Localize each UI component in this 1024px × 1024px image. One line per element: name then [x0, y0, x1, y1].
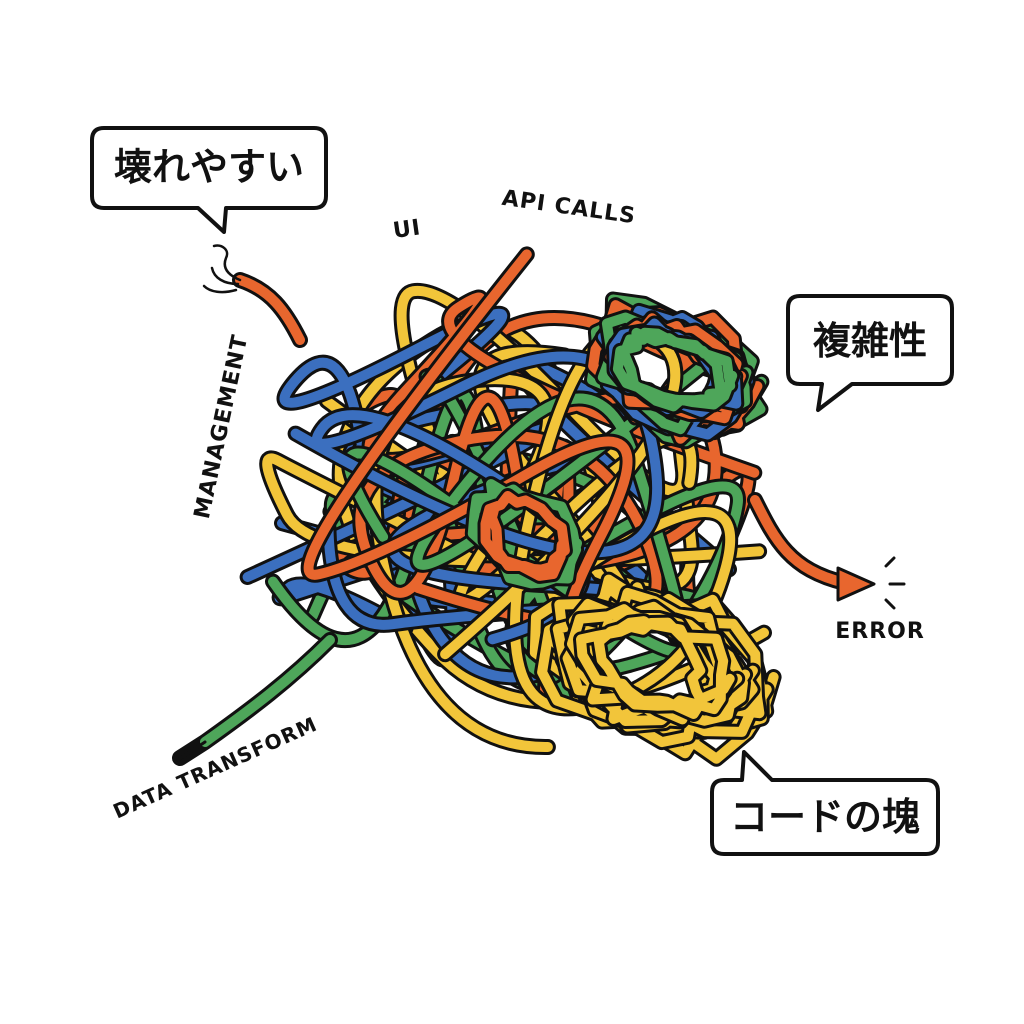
label-ui: UI — [391, 215, 422, 244]
label-management: MANAGEMENT — [190, 332, 253, 521]
lump-yellow — [576, 616, 735, 719]
speech-bubble-fragile: 壊れやすい — [90, 126, 328, 234]
frayed-wire-icon — [202, 244, 308, 348]
bubble-text-code-lump: コードの塊 — [730, 795, 920, 839]
data-transform-wire — [172, 632, 338, 766]
arrow-right-icon — [747, 492, 876, 602]
knot-green — [612, 327, 738, 412]
spark-icon — [884, 556, 906, 610]
center-knot-orange — [480, 491, 570, 581]
speech-bubble-code-lump: コードの塊 — [710, 750, 940, 856]
bubble-text-complexity: 複雑性 — [813, 319, 927, 363]
label-api-calls: API CALLS — [500, 186, 637, 230]
tangled-wires — [239, 246, 782, 767]
label-error: ERROR — [835, 619, 925, 644]
bubble-text-fragile: 壊れやすい — [114, 145, 304, 189]
speech-bubble-complexity: 複雑性 — [786, 294, 954, 412]
